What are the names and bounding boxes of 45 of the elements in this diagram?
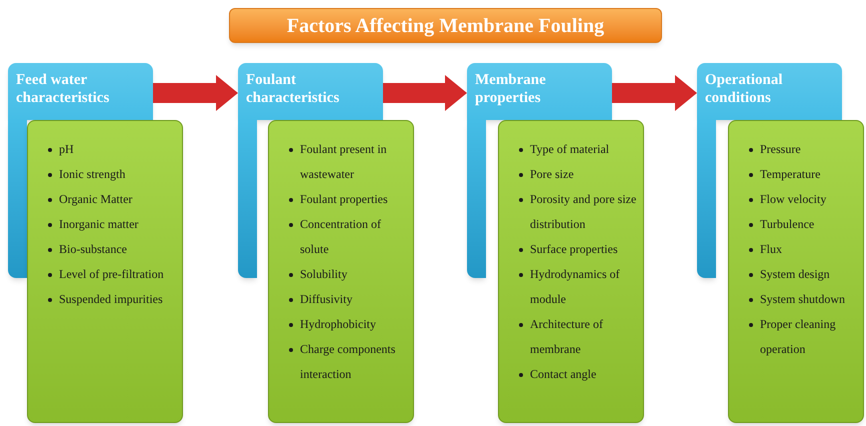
category-box: [8, 63, 153, 120]
factor-item: Level of pre-filtration: [59, 266, 164, 283]
factor-list-card: [728, 120, 864, 423]
factor-item: Temperature: [760, 166, 820, 183]
factor-item: Foulant properties: [300, 191, 388, 208]
factor-item: Turbulence: [760, 216, 814, 233]
category-heading: Foulant characteristics: [246, 71, 340, 107]
factor-item: Concentration of solute: [300, 216, 382, 258]
block-arrow: [383, 75, 467, 111]
factor-item: Contact angle: [530, 366, 596, 383]
factor-list-card: [27, 120, 183, 423]
factor-list-card: [268, 120, 414, 423]
factor-item: Bio-substance: [59, 241, 127, 258]
factor-item: Flux: [760, 241, 782, 258]
factor-item: Diffusivity: [300, 291, 352, 308]
factor-item: Proper cleaning operation: [760, 316, 837, 358]
factor-item: Hydrodynamics of module: [530, 266, 621, 308]
factor-item: Surface properties: [530, 241, 618, 258]
category-heading: Operational conditions: [705, 71, 784, 107]
factor-item: Pore size: [530, 166, 574, 183]
factor-item: Organic Matter: [59, 191, 132, 208]
factor-item: pH: [59, 141, 74, 158]
factor-item: Ionic strength: [59, 166, 126, 183]
factor-item: Architecture of membrane: [530, 316, 604, 358]
factor-item: Porosity and pore size distribution: [530, 191, 637, 233]
category-heading: Feed water characteristics: [16, 71, 110, 107]
factor-item: Solubility: [300, 266, 348, 283]
block-arrow: [153, 75, 238, 111]
category-box: [467, 63, 612, 120]
category-box: [238, 63, 383, 120]
factor-item: Type of material: [530, 141, 610, 158]
factor-item: System design: [760, 266, 830, 283]
factor-item: Pressure: [760, 141, 801, 158]
factor-item: Suspended impurities: [59, 291, 163, 308]
factor-item: Foulant present in wastewater: [300, 141, 388, 183]
factor-item: Inorganic matter: [59, 216, 138, 233]
category-box: [697, 63, 842, 120]
category-heading: Membrane properties: [475, 71, 547, 107]
factor-list-card: [498, 120, 644, 423]
factor-item: System shutdown: [760, 291, 846, 308]
factor-item: Hydrophobicity: [300, 316, 376, 333]
factor-item: Flow velocity: [760, 191, 826, 208]
factor-item: Charge components interaction: [300, 341, 396, 383]
title-banner: Factors Affecting Membrane Fouling: [229, 8, 662, 43]
block-arrow: [612, 75, 697, 111]
